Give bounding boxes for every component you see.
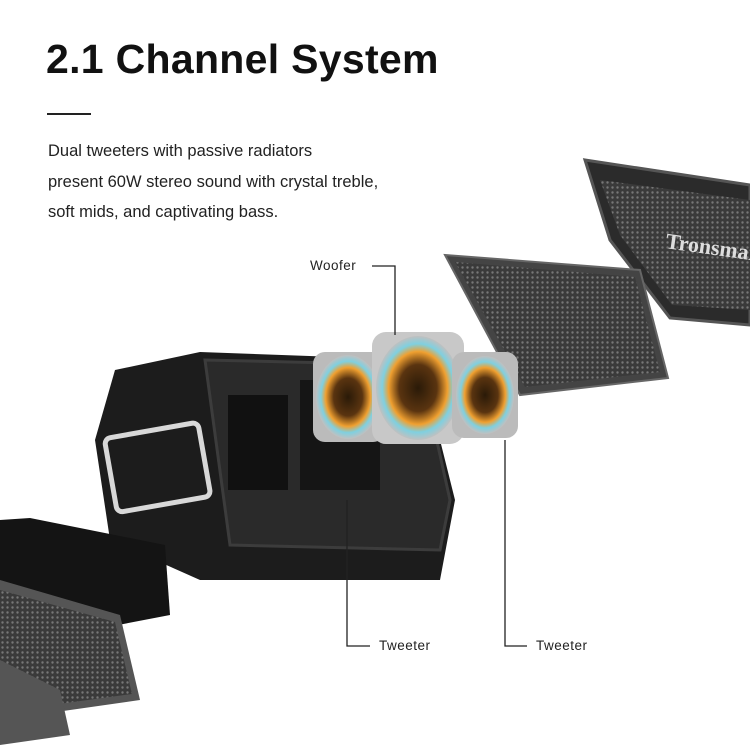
page-title: 2.1 Channel System [46,36,439,82]
tweeter-left-driver [313,352,385,442]
tweeter-left-label: Tweeter [379,638,431,653]
end-cap-right: Tronsmart [582,158,750,327]
tweeter-right-callout-line [504,440,527,647]
woofer-callout-line [372,265,396,335]
tweeter-left-callout-line [346,500,370,647]
grille-right [443,253,670,397]
woofer-label: Woofer [310,258,357,273]
description: Dual tweeters with passive radiators pre… [48,136,378,228]
tweeter-right-label: Tweeter [536,638,588,653]
grille-left [0,518,170,745]
title-divider [47,113,91,115]
description-line: soft mids, and captivating bass. [48,203,279,221]
description-line: present 60W stereo sound with crystal tr… [48,172,379,191]
tweeter-right-driver [452,352,518,438]
description-line: Dual tweeters with passive radiators [48,142,313,160]
woofer-driver [372,332,464,444]
